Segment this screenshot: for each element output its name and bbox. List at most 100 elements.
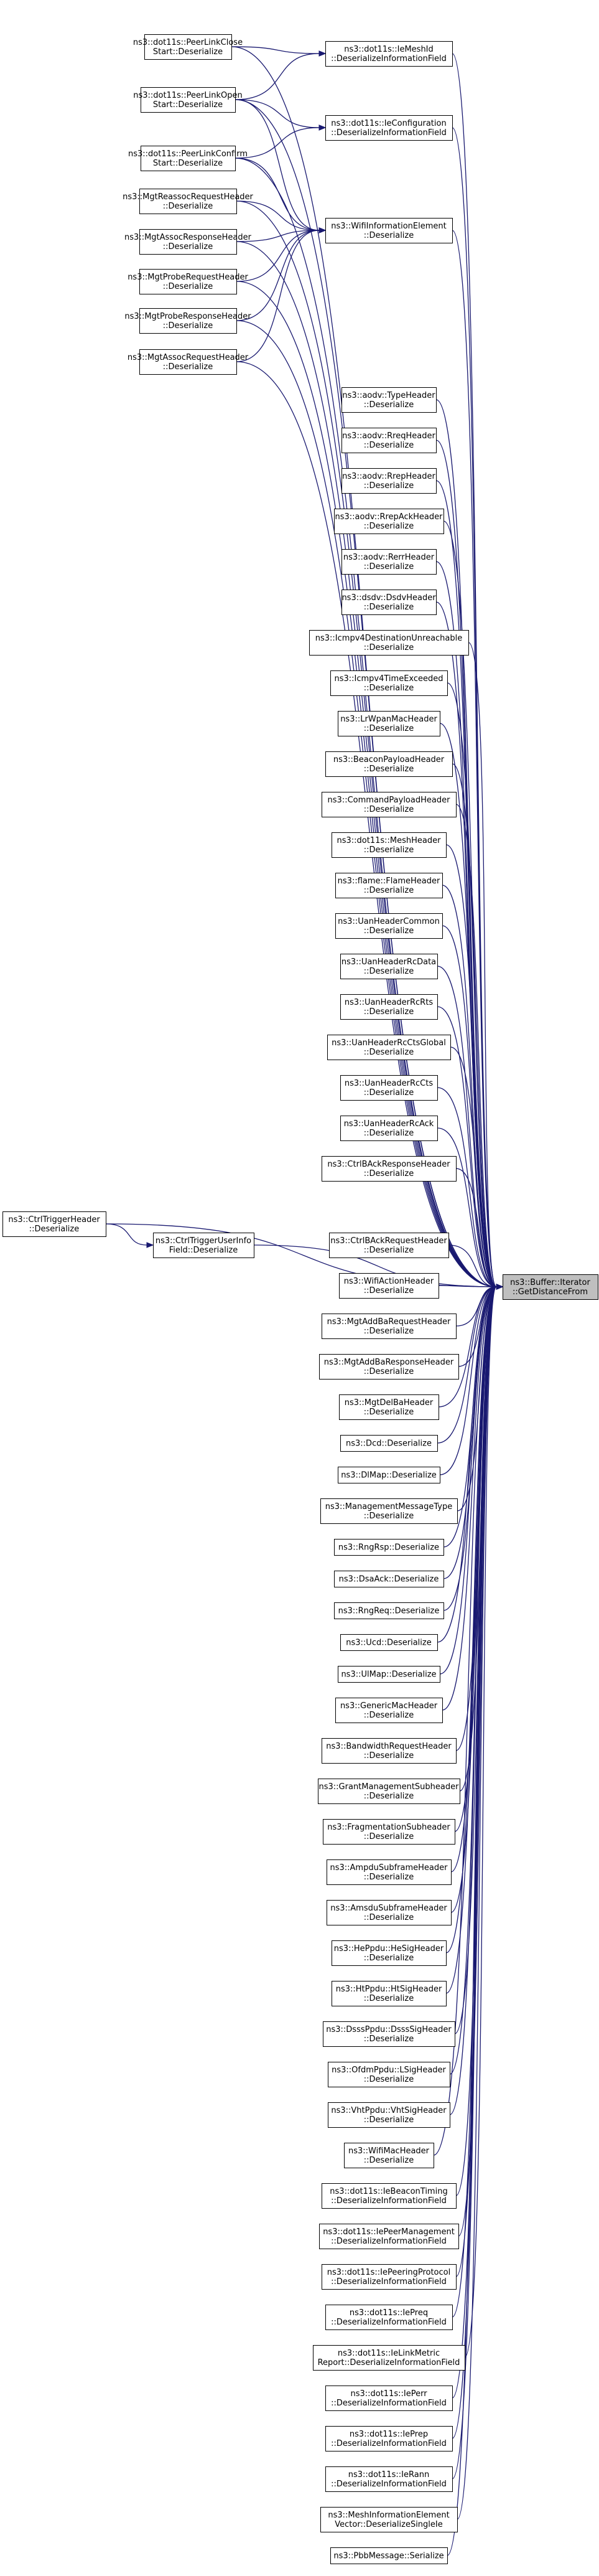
edge-ielinkmetric-to-target <box>464 1286 497 2358</box>
graph-node-beacon[interactable]: ns3::BeaconPayloadHeader::Deserialize <box>325 751 453 777</box>
graph-node-dsssppdu[interactable]: ns3::DsssPpdu::DsssSigHeader::Deserializ… <box>323 2021 455 2047</box>
graph-node-iepeermgmt[interactable]: ns3::dot11s::IePeerManagement::Deseriali… <box>319 2224 459 2249</box>
graph-node-aodvrrep[interactable]: ns3::aodv::RrepHeader::Deserialize <box>341 468 437 494</box>
graph-node-dsdv[interactable]: ns3::dsdv::DsdvHeader::Deserialize <box>341 590 437 615</box>
node-label: ns3::VhtPpdu::VhtSigHeader <box>331 2106 447 2115</box>
node-label: ns3::PbbMessage::Serialize <box>333 2552 443 2561</box>
graph-node-dcd[interactable]: ns3::Dcd::Deserialize <box>340 1435 438 1452</box>
graph-node-aodvrerr[interactable]: ns3::aodv::RerrHeader::Deserialize <box>341 549 437 575</box>
graph-node-fragment[interactable]: ns3::FragmentationSubheader::Deserialize <box>323 1819 455 1845</box>
graph-node-heppdu[interactable]: ns3::HePpdu::HeSigHeader::Deserialize <box>332 1940 447 1966</box>
graph-node-ierann[interactable]: ns3::dot11s::IeRann::DeserializeInformat… <box>325 2466 453 2492</box>
graph-node-wifiinfo[interactable]: ns3::WifiInformationElement::Deserialize <box>325 218 453 243</box>
graph-node-uanrcdata[interactable]: ns3::UanHeaderRcData::Deserialize <box>340 954 438 979</box>
edge-uanrcrts-to-target <box>437 1006 497 1287</box>
graph-node-aodvrreq[interactable]: ns3::aodv::RreqHeader::Deserialize <box>341 428 437 453</box>
graph-node-uanrcack[interactable]: ns3::UanHeaderRcAck::Deserialize <box>340 1116 438 1141</box>
node-label: ns3::dot11s::IePerr <box>350 2389 427 2399</box>
node-label: ns3::UanHeaderRcCts <box>345 1079 433 1088</box>
graph-node-ucd[interactable]: ns3::Ucd::Deserialize <box>340 1634 438 1651</box>
node-label: ns3::MeshInformationElement <box>328 2511 449 2520</box>
graph-node-ieconfig[interactable]: ns3::dot11s::IeConfiguration::Deserializ… <box>325 115 453 141</box>
graph-node-flame[interactable]: ns3::flame::FlameHeader::Deserialize <box>335 873 443 898</box>
graph-node-uancommon[interactable]: ns3::UanHeaderCommon::Deserialize <box>335 913 443 939</box>
graph-node-genericmac[interactable]: ns3::GenericMacHeader::Deserialize <box>335 1698 443 1723</box>
node-label: ::DeserializeInformationField <box>331 2480 447 2489</box>
graph-node-assocresp[interactable]: ns3::MgtAssocResponseHeader::Deserialize <box>124 229 252 255</box>
graph-node-dsaack[interactable]: ns3::DsaAck::Deserialize <box>334 1571 444 1587</box>
edge-plclose-to-iemeshid <box>231 46 320 54</box>
graph-node-amsdu[interactable]: ns3::AmsduSubframeHeader::Deserialize <box>327 1900 452 1925</box>
edge-ieconfig-to-target <box>452 127 497 1287</box>
graph-node-assocreq[interactable]: ns3::MgtAssocRequestHeader::Deserialize <box>128 349 249 375</box>
node-box <box>139 229 237 255</box>
graph-node-wifimac[interactable]: ns3::WifiMacHeader::Deserialize <box>344 2143 434 2168</box>
node-label: ns3::dot11s::PeerLinkClose <box>133 38 243 47</box>
node-label: ::Deserialize <box>364 845 414 855</box>
graph-node-iebeacontiming[interactable]: ns3::dot11s::IeBeaconTiming::Deserialize… <box>322 2183 457 2209</box>
graph-node-reassocreq[interactable]: ns3::MgtReassocRequestHeader::Deserializ… <box>123 189 254 214</box>
graph-node-ielinkmetric[interactable]: ns3::dot11s::IeLinkMetricReport::Deseria… <box>313 2345 465 2371</box>
graph-node-mgmtmsgtype[interactable]: ns3::ManagementMessageType::Deserialize <box>320 1498 458 1524</box>
graph-node-ctrlbaresp[interactable]: ns3::CtrlBAckResponseHeader::Deserialize <box>322 1156 457 1182</box>
graph-node-ulmap[interactable]: ns3::UlMap::Deserialize <box>338 1666 440 1683</box>
graph-node-proberesp[interactable]: ns3::MgtProbeResponseHeader::Deserialize <box>124 308 251 334</box>
graph-node-aodvrrepack[interactable]: ns3::aodv::RrepAckHeader::Deserialize <box>334 509 444 534</box>
node-label: ns3::FragmentationSubheader <box>327 1823 450 1832</box>
node-label: ::Deserialize <box>163 362 213 372</box>
node-label: ::DeserializeInformationField <box>331 54 447 63</box>
graph-node-plclose[interactable]: ns3::dot11s::PeerLinkCloseStart::Deseria… <box>133 34 243 60</box>
graph-node-aodvtype[interactable]: ns3::aodv::TypeHeader::Deserialize <box>341 387 437 413</box>
graph-node-addbareq[interactable]: ns3::MgtAddBaRequestHeader::Deserialize <box>322 1314 457 1339</box>
node-label: Vector::DeserializeSingleIe <box>335 2520 443 2529</box>
node-box <box>340 1435 438 1452</box>
graph-node-grantmgmt[interactable]: ns3::GrantManagementSubheader::Deseriali… <box>318 1779 460 1804</box>
graph-node-rngrsp[interactable]: ns3::RngRsp::Deserialize <box>334 1539 444 1556</box>
node-box <box>322 1738 457 1764</box>
graph-node-ampdu[interactable]: ns3::AmpduSubframeHeader::Deserialize <box>327 1859 452 1885</box>
graph-node-wifiaction[interactable]: ns3::WifiActionHeader::Deserialize <box>339 1273 439 1299</box>
graph-node-iepreq[interactable]: ns3::dot11s::IePreq::DeserializeInformat… <box>325 2305 453 2330</box>
graph-node-bandwidthreq[interactable]: ns3::BandwidthRequestHeader::Deserialize <box>322 1738 457 1764</box>
node-label: ns3::dot11s::PeerLinkOpen <box>133 91 242 100</box>
graph-node-iemeshid[interactable]: ns3::dot11s::IeMeshId::DeserializeInform… <box>325 41 453 67</box>
graph-node-ctrlbareq[interactable]: ns3::CtrlBAckRequestHeader::Deserialize <box>329 1233 449 1258</box>
graph-node-uanrcrts[interactable]: ns3::UanHeaderRcRts::Deserialize <box>340 994 438 1020</box>
node-label: Start::Deserialize <box>153 100 223 110</box>
graph-node-icmpunreach[interactable]: ns3::Icmpv4DestinationUnreachable::Deser… <box>309 630 469 656</box>
graph-node-dlmap[interactable]: ns3::DlMap::Deserialize <box>338 1467 440 1483</box>
graph-node-meshinfovec[interactable]: ns3::MeshInformationElementVector::Deser… <box>320 2507 458 2532</box>
node-label: ::Deserialize <box>364 522 414 531</box>
node-label: ::DeserializeInformationField <box>331 2237 447 2246</box>
node-label: ns3::CtrlBAckResponseHeader <box>327 1160 450 1169</box>
node-box <box>328 2062 450 2087</box>
node-label: ns3::AmpduSubframeHeader <box>330 1863 448 1873</box>
graph-node-uanrccts[interactable]: ns3::UanHeaderRcCts::Deserialize <box>340 1075 438 1101</box>
node-label: ns3::CtrlTriggerHeader <box>8 1215 100 1225</box>
graph-node-icmptime[interactable]: ns3::Icmpv4TimeExceeded::Deserialize <box>330 670 448 696</box>
edge-plopen-to-iemeshid <box>234 53 320 100</box>
graph-node-ieprep[interactable]: ns3::dot11s::IePrep::DeserializeInformat… <box>325 2426 453 2451</box>
graph-node-pbbmessage[interactable]: ns3::PbbMessage::Serialize <box>330 2547 448 2564</box>
graph-node-uanctsglobal[interactable]: ns3::UanHeaderRcCtsGlobal::Deserialize <box>327 1035 451 1060</box>
graph-node-plconfirm[interactable]: ns3::dot11s::PeerLinkConfirmStart::Deser… <box>128 146 248 171</box>
graph-node-ofdmppdu[interactable]: ns3::OfdmPpdu::LSigHeader::Deserialize <box>328 2062 450 2087</box>
node-label: ns3::OfdmPpdu::LSigHeader <box>332 2066 446 2075</box>
graph-node-htppdu[interactable]: ns3::HtPpdu::HtSigHeader::Deserialize <box>332 1981 447 2006</box>
edge-icmpunreach-to-target <box>468 642 497 1287</box>
graph-node-meshheader[interactable]: ns3::dot11s::MeshHeader::Deserialize <box>332 832 447 858</box>
graph-node-ctrltrigger[interactable]: ns3::CtrlTriggerHeader::Deserialize <box>2 1211 106 1237</box>
node-box <box>141 87 236 113</box>
graph-node-command[interactable]: ns3::CommandPayloadHeader::Deserialize <box>322 792 457 817</box>
graph-node-plopen[interactable]: ns3::dot11s::PeerLinkOpenStart::Deserial… <box>133 87 243 113</box>
graph-node-iepeering[interactable]: ns3::dot11s::IePeeringProtocol::Deserial… <box>322 2264 457 2290</box>
graph-node-ieperr[interactable]: ns3::dot11s::IePerr::DeserializeInformat… <box>325 2386 453 2411</box>
graph-node-probereq[interactable]: ns3::MgtProbeRequestHeader::Deserialize <box>128 269 248 294</box>
graph-node-addbaresp[interactable]: ns3::MgtAddBaResponseHeader::Deserialize <box>319 1354 459 1380</box>
graph-node-rngreq[interactable]: ns3::RngReq::Deserialize <box>334 1602 444 1619</box>
graph-node-ctrltriggeruser[interactable]: ns3::CtrlTriggerUserInfoField::Deseriali… <box>153 1233 254 1258</box>
graph-node-vhtppdu[interactable]: ns3::VhtPpdu::VhtSigHeader::Deserialize <box>328 2102 450 2128</box>
graph-node-lrwpan[interactable]: ns3::LrWpanMacHeader::Deserialize <box>338 711 440 736</box>
graph-node-delba[interactable]: ns3::MgtDelBaHeader::Deserialize <box>339 1394 439 1420</box>
node-label: ns3::CtrlTriggerUserInfo <box>156 1236 251 1246</box>
